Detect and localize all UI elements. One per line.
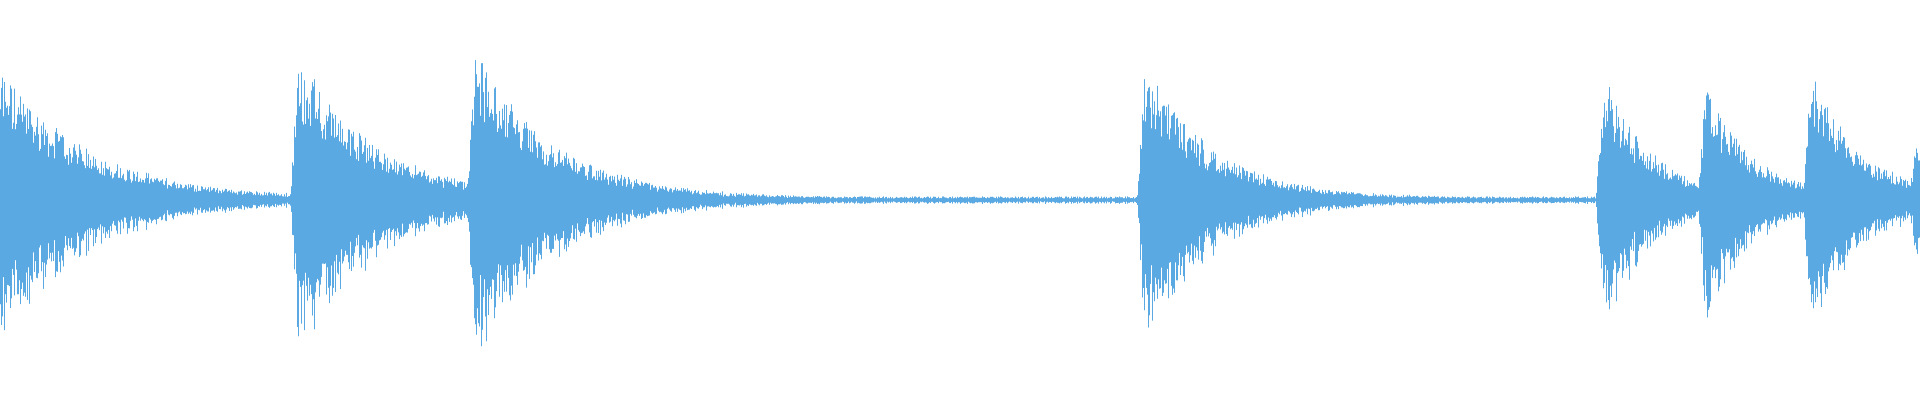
waveform-trace (0, 60, 1920, 347)
